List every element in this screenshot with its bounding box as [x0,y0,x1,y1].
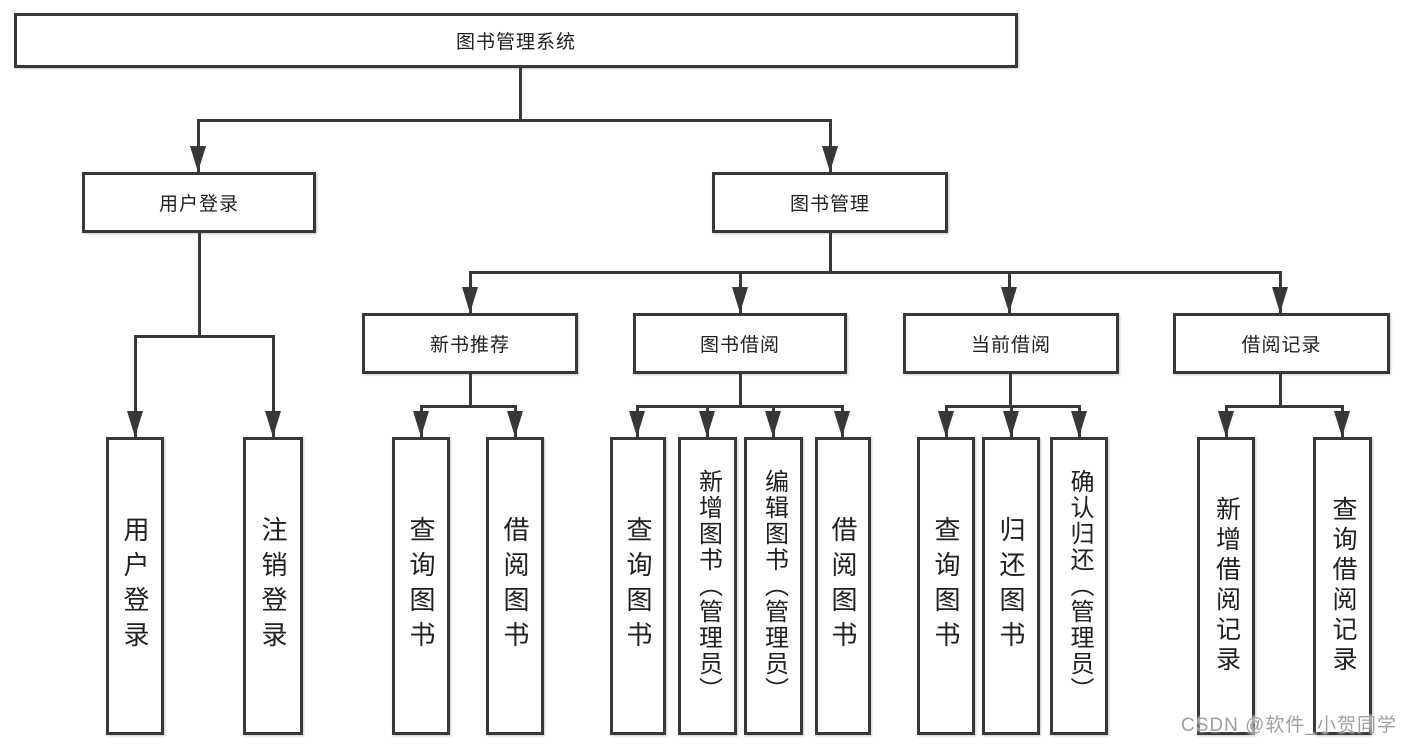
node-leaf-query-books-bb-label: 查询图书 [623,516,653,656]
node-leaf-user-login: 用户登录 [106,437,164,735]
connector-line [198,233,201,336]
connector-line [1225,405,1343,408]
connector-line [420,405,516,408]
connector-line [1279,374,1282,406]
arrow-down-icon [1334,411,1350,437]
arrow-down-icon [1071,411,1087,437]
node-leaf-confirm-return-admin-label: 确认归还（管理员） [1066,469,1093,703]
connector-line [1009,374,1012,406]
arrow-down-icon [1003,411,1019,437]
node-leaf-edit-books-admin-label: 编辑图书（管理员） [760,469,788,703]
arrow-down-icon [1218,411,1234,437]
node-leaf-query-books-bb: 查询图书 [610,437,666,735]
arrow-down-icon [834,411,850,437]
node-book-borrow-label: 图书借阅 [699,335,780,356]
connector-line [134,335,275,338]
connector-line [134,335,137,437]
arrow-down-icon [127,411,143,437]
arrow-down-icon [190,146,206,172]
node-leaf-add-borrow-record: 新增借阅记录 [1197,437,1255,735]
node-new-book-recommend-label: 新书推荐 [429,335,510,356]
node-leaf-query-borrow-record: 查询借阅记录 [1313,437,1372,735]
arrow-down-icon [1001,287,1017,313]
connector-line [197,119,832,122]
node-leaf-query-books-cb-label: 查询图书 [931,516,961,656]
node-borrow-records: 借阅记录 [1173,313,1390,374]
node-leaf-user-login-label: 用户登录 [120,516,150,656]
node-leaf-edit-books-admin: 编辑图书（管理员） [744,437,803,735]
node-leaf-return-books: 归还图书 [982,437,1040,735]
arrow-down-icon [1272,287,1288,313]
node-user-login: 用户登录 [82,172,316,233]
arrow-down-icon [938,411,954,437]
arrow-down-icon [699,411,715,437]
node-leaf-query-books-rec-label: 查询图书 [406,516,436,656]
node-root: 图书管理系统 [14,13,1018,68]
node-leaf-logout-label: 注销登录 [258,516,288,656]
watermark: CSDN @软件_小贺同学 [1181,715,1397,736]
connector-line [197,119,200,172]
node-book-management-label: 图书管理 [789,194,870,215]
connector-line [519,68,522,120]
node-leaf-borrow-books-bb: 借阅图书 [815,437,871,735]
connector-line [469,271,1281,274]
arrow-down-icon [413,411,429,437]
node-borrow-records-label: 借阅记录 [1241,335,1322,356]
connector-line [739,374,742,406]
arrow-down-icon [732,287,748,313]
connector-line [829,119,832,172]
arrow-down-icon [822,146,838,172]
connector-line [829,233,832,273]
node-leaf-add-books-admin-label: 新增图书（管理员） [694,469,722,703]
arrow-down-icon [462,287,478,313]
node-root-label: 图书管理系统 [455,32,576,53]
node-book-management: 图书管理 [712,172,948,233]
arrow-down-icon [265,411,281,437]
arrow-down-icon [765,411,781,437]
node-leaf-logout: 注销登录 [243,437,303,735]
node-book-borrow: 图书借阅 [633,313,847,374]
node-leaf-add-books-admin: 新增图书（管理员） [678,437,737,735]
node-current-borrow: 当前借阅 [903,313,1119,374]
node-current-borrow-label: 当前借阅 [970,335,1051,356]
node-leaf-return-books-label: 归还图书 [996,516,1026,656]
node-leaf-borrow-books-bb-label: 借阅图书 [828,516,858,656]
connector-line [272,335,275,437]
node-leaf-query-borrow-record-label: 查询借阅记录 [1329,496,1357,676]
connector-line [636,405,843,408]
node-leaf-confirm-return-admin: 确认归还（管理员） [1050,437,1108,735]
arrow-down-icon [629,411,645,437]
node-leaf-add-borrow-record-label: 新增借阅记录 [1212,496,1241,676]
connector-line [469,374,472,406]
node-leaf-query-books-cb: 查询图书 [917,437,975,735]
node-leaf-borrow-books-rec: 借阅图书 [486,437,544,735]
node-leaf-borrow-books-rec-label: 借阅图书 [500,516,530,656]
node-leaf-query-books-rec: 查询图书 [392,437,450,735]
arrow-down-icon [507,411,523,437]
node-user-login-label: 用户登录 [158,194,239,215]
node-new-book-recommend: 新书推荐 [362,313,578,374]
